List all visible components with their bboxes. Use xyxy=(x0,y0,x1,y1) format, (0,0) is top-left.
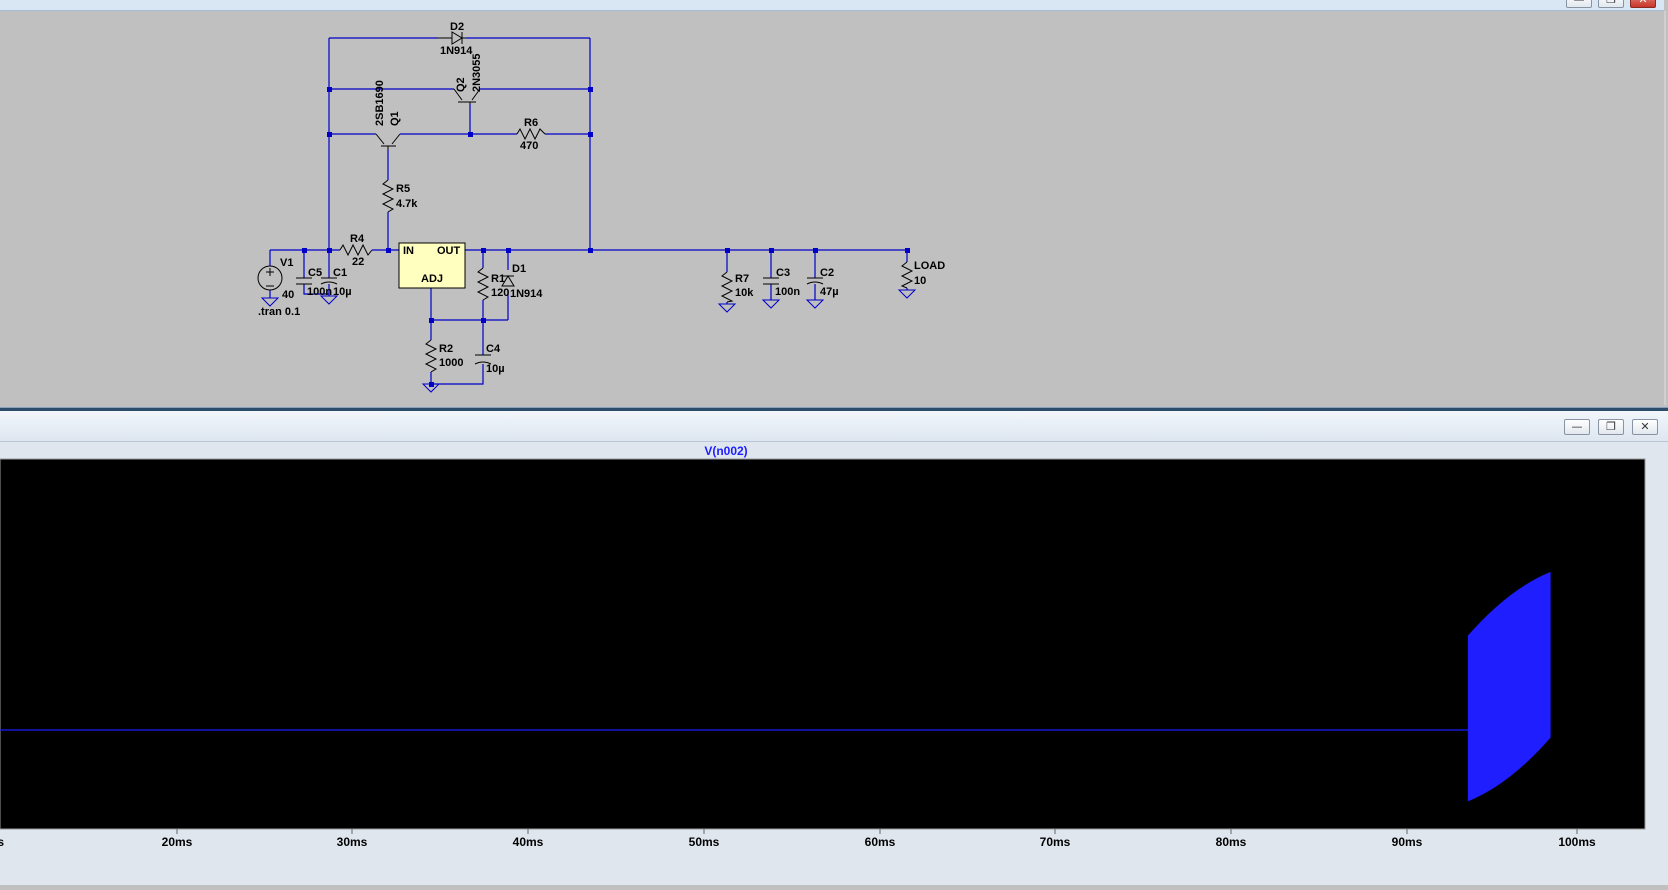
r7-ref: R7 xyxy=(735,273,749,285)
q2-ref: Q2 xyxy=(455,77,467,92)
r6-ref: R6 xyxy=(524,117,538,129)
x-axis-ticks: 0ms 20ms 30ms 40ms 50ms 60ms 70ms 80ms 90ms 100ms xyxy=(0,829,1596,849)
capacitor-c5[interactable] xyxy=(296,277,312,285)
diode-d2[interactable] xyxy=(438,31,466,45)
d2-value: 1N914 xyxy=(440,45,473,57)
r2-ref: R2 xyxy=(439,343,453,355)
c1-value: 10µ xyxy=(333,286,352,298)
resistor-r6[interactable] xyxy=(516,127,546,141)
waveform-window: — ❐ ✕ V(n002) 0ms 20ms 30ms 40ms 50ms 60ms 70m… xyxy=(0,411,1668,885)
c4-value: 10µ xyxy=(486,363,505,375)
minimize-button[interactable]: — xyxy=(1566,0,1592,8)
diode-d1[interactable] xyxy=(501,275,515,287)
capacitor-c1[interactable] xyxy=(320,277,338,285)
x-tick-label: 40ms xyxy=(513,835,544,849)
load-value: 10 xyxy=(914,275,926,287)
minimize-icon: — xyxy=(1574,0,1585,6)
c1-ref: C1 xyxy=(333,267,347,279)
schematic-drawing[interactable]: D2 1N914 Q2 2N3055 2SB1690 Q1 R6 470 R5 … xyxy=(0,11,1664,405)
minimize-icon: — xyxy=(1571,420,1583,433)
close-icon: ✕ xyxy=(1638,0,1647,6)
resistor-r7[interactable] xyxy=(720,271,734,303)
close-button[interactable]: ✕ xyxy=(1630,0,1656,8)
resistor-r5[interactable] xyxy=(381,179,395,213)
restore-icon: ❐ xyxy=(1606,0,1616,6)
ground-symbols xyxy=(260,289,917,393)
d1-ref: D1 xyxy=(512,263,526,275)
x-tick-label: 20ms xyxy=(162,835,193,849)
capacitor-c2[interactable] xyxy=(806,277,824,285)
waveform-plot[interactable]: V(n002) 0ms 20ms 30ms 40ms 50ms 60ms 70ms 80ms 9… xyxy=(0,442,1668,885)
r1-value: 120 xyxy=(491,287,509,299)
regulator-in-pin: IN xyxy=(403,245,414,257)
x-tick-label: 50ms xyxy=(689,835,720,849)
regulator-adj-pin: ADJ xyxy=(421,273,443,285)
restore-icon: ❐ xyxy=(1606,420,1616,433)
v1-value: 40 xyxy=(282,289,294,301)
restore-button[interactable]: ❐ xyxy=(1598,419,1624,435)
transistor-q2[interactable] xyxy=(453,88,481,104)
r7-value: 10k xyxy=(735,287,754,299)
x-tick-label: 100ms xyxy=(1558,835,1596,849)
c2-value: 47µ xyxy=(820,286,839,298)
x-tick-label: 90ms xyxy=(1392,835,1423,849)
resistor-r2[interactable] xyxy=(424,339,438,373)
x-tick-label: 70ms xyxy=(1040,835,1071,849)
junction-dots xyxy=(302,87,910,387)
trace-oscillation-envelope xyxy=(1467,571,1551,802)
c5-value: 100n xyxy=(307,286,332,298)
schematic-canvas[interactable]: D2 1N914 Q2 2N3055 2SB1690 Q1 R6 470 R5 … xyxy=(0,11,1666,405)
x-tick-label: 60ms xyxy=(865,835,896,849)
close-icon: ✕ xyxy=(1640,420,1650,433)
voltage-source-v1[interactable] xyxy=(257,265,283,291)
resistor-load[interactable] xyxy=(900,261,914,289)
resistor-r4[interactable] xyxy=(339,243,373,257)
c5-ref: C5 xyxy=(308,267,322,279)
d1-value: 1N914 xyxy=(510,288,543,300)
load-ref: LOAD xyxy=(914,260,945,272)
transistor-q1[interactable] xyxy=(375,133,401,150)
r6-value: 470 xyxy=(520,140,538,152)
r4-ref: R4 xyxy=(350,233,365,245)
schematic-titlebar xyxy=(0,0,1664,11)
waveform-plot-area[interactable]: V(n002) 0ms 20ms 30ms 40ms 50ms 60ms 70ms 80ms 9… xyxy=(0,442,1668,885)
regulator-out-pin: OUT xyxy=(437,245,461,257)
q1-ref: Q1 xyxy=(389,111,401,126)
close-button[interactable]: ✕ xyxy=(1632,419,1658,435)
q2-value: 2N3055 xyxy=(471,53,483,92)
tran-directive[interactable]: .tran 0.1 xyxy=(258,306,300,318)
x-tick-label: 80ms xyxy=(1216,835,1247,849)
restore-button[interactable]: ❐ xyxy=(1598,0,1624,8)
r4-value: 22 xyxy=(352,256,364,268)
x-tick-label: 0ms xyxy=(0,835,4,849)
waveform-titlebar xyxy=(0,411,1668,442)
regulator-u1[interactable] xyxy=(398,242,466,289)
d2-ref: D2 xyxy=(450,21,464,33)
trace-layer xyxy=(0,571,1551,802)
v1-ref: V1 xyxy=(280,257,293,269)
x-tick-label: 30ms xyxy=(337,835,368,849)
c4-ref: C4 xyxy=(486,343,501,355)
pane-divider[interactable] xyxy=(0,408,1668,411)
resistor-r1[interactable] xyxy=(476,267,490,301)
q1-value: 2SB1690 xyxy=(374,80,386,126)
trace-title-v-n002[interactable]: V(n002) xyxy=(704,444,747,458)
r5-value: 4.7k xyxy=(396,198,418,210)
r1-ref: R1 xyxy=(491,273,505,285)
c3-ref: C3 xyxy=(776,267,790,279)
plot-background[interactable] xyxy=(0,458,1646,830)
c3-value: 100n xyxy=(775,286,800,298)
r5-ref: R5 xyxy=(396,183,410,195)
minimize-button[interactable]: — xyxy=(1564,419,1590,435)
capacitor-c3[interactable] xyxy=(763,277,779,285)
schematic-window: — ❐ ✕ xyxy=(0,0,1668,408)
capacitor-c4[interactable] xyxy=(474,354,492,365)
r2-value: 1000 xyxy=(439,357,463,369)
c2-ref: C2 xyxy=(820,267,834,279)
